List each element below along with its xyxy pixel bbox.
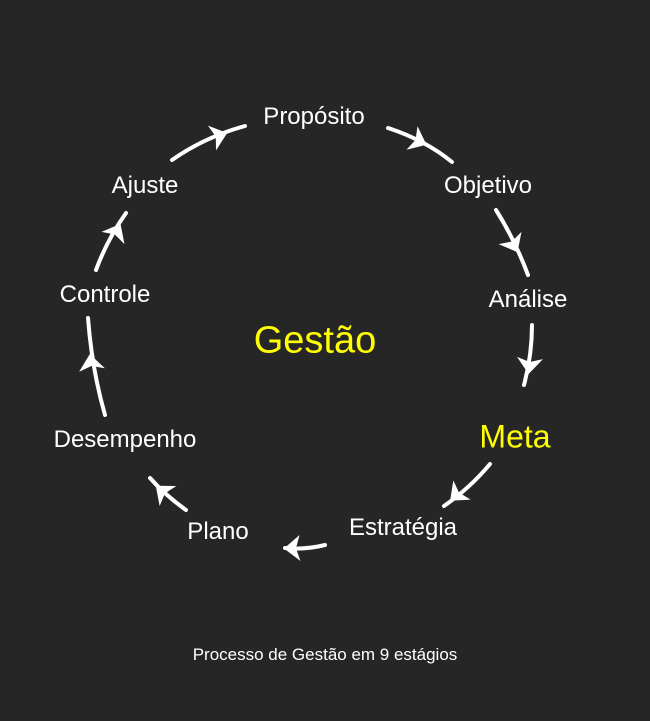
arrowhead-icon	[450, 480, 471, 501]
arrowhead-icon	[79, 354, 105, 372]
stage-analise: Análise	[488, 286, 568, 313]
stage-objetivo: Objetivo	[443, 172, 533, 199]
stage-desempenho: Desempenho	[53, 426, 197, 453]
arrow-plano-desempenho	[148, 476, 188, 512]
arrowhead-icon	[498, 231, 522, 253]
arrow-analise-meta	[522, 323, 534, 387]
arrowhead-icon	[284, 535, 301, 561]
arrow-desempenho-controle	[86, 316, 107, 417]
arrow-meta-estrategia	[442, 462, 492, 508]
arrowhead-icon	[406, 126, 427, 150]
caption: Processo de Gestão em 9 estágios	[192, 645, 458, 664]
stage-plano: Plano	[187, 518, 249, 545]
stage-meta: Meta	[479, 418, 551, 455]
arrow-controle-ajuste	[94, 211, 128, 272]
arrowhead-icon	[517, 356, 543, 374]
arrowhead-icon	[207, 125, 228, 151]
arrow-ajuste-proposito	[170, 124, 247, 162]
center-title: Gestão	[253, 319, 377, 362]
arrowhead-icon	[101, 223, 125, 245]
arrowhead-icon	[155, 485, 177, 506]
stage-proposito: Propósito	[263, 103, 365, 130]
stage-estrategia: Estratégia	[348, 514, 458, 541]
stage-controle: Controle	[59, 281, 151, 308]
stage-ajuste: Ajuste	[111, 172, 179, 199]
